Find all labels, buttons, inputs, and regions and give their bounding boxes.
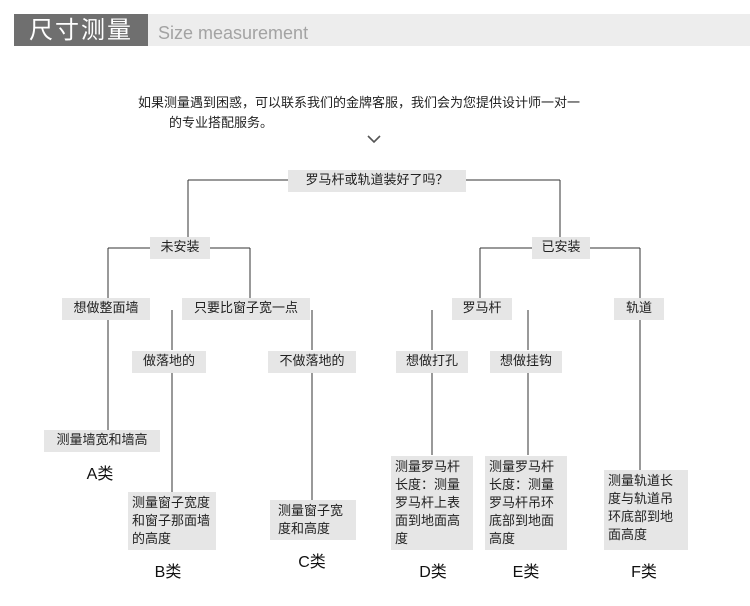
category-e-label: E类	[512, 564, 540, 581]
intro-line-2: 的专业搭配服务。	[169, 116, 274, 131]
category-c-label: C类	[298, 554, 326, 571]
node-root-question: 罗马杆或轨道装好了吗？	[288, 170, 466, 192]
node-not-installed: 未安装	[150, 237, 210, 259]
node-measure-b: 测量窗子宽度和窗子那面墙的高度	[128, 492, 216, 550]
node-hook: 想做挂钩	[490, 351, 562, 373]
node-installed: 已安装	[532, 237, 590, 259]
category-d-label: D类	[419, 564, 447, 581]
header-subtitle: Size measurement	[158, 23, 309, 43]
node-roman-rod: 罗马杆	[452, 298, 512, 320]
node-measure-c: 测量窗子宽度和高度	[270, 500, 356, 540]
node-not-floor-length: 不做落地的	[268, 351, 356, 373]
intro-text: 如果测量遇到困惑，可以联系我们的金牌客服，我们会为您提供设计师一对一 的专业搭配…	[138, 94, 638, 134]
chevron-down-icon	[367, 135, 381, 144]
category-f-label: F类	[631, 564, 657, 581]
category-a-label: A类	[86, 466, 114, 483]
node-measure-a: 测量墙宽和墙高	[44, 430, 160, 452]
node-floor-length: 做落地的	[132, 351, 206, 373]
node-track: 轨道	[614, 298, 664, 320]
node-measure-d: 测量罗马杆长度：测量罗马杆上表面到地面高度	[391, 456, 473, 550]
category-b-label: B类	[154, 564, 182, 581]
node-drill: 想做打孔	[396, 351, 468, 373]
node-whole-wall: 想做整面墙	[62, 298, 150, 320]
header-title: 尺寸测量	[14, 14, 148, 46]
intro-line-1: 如果测量遇到困惑，可以联系我们的金牌客服，我们会为您提供设计师一对一	[138, 96, 581, 111]
node-measure-e: 测量罗马杆长度：测量罗马杆吊环底部到地面高度	[485, 456, 567, 550]
node-measure-f: 测量轨道长度与轨道吊环底部到地面高度	[604, 470, 688, 550]
node-bigger-window: 只要比窗子宽一点	[182, 298, 310, 320]
